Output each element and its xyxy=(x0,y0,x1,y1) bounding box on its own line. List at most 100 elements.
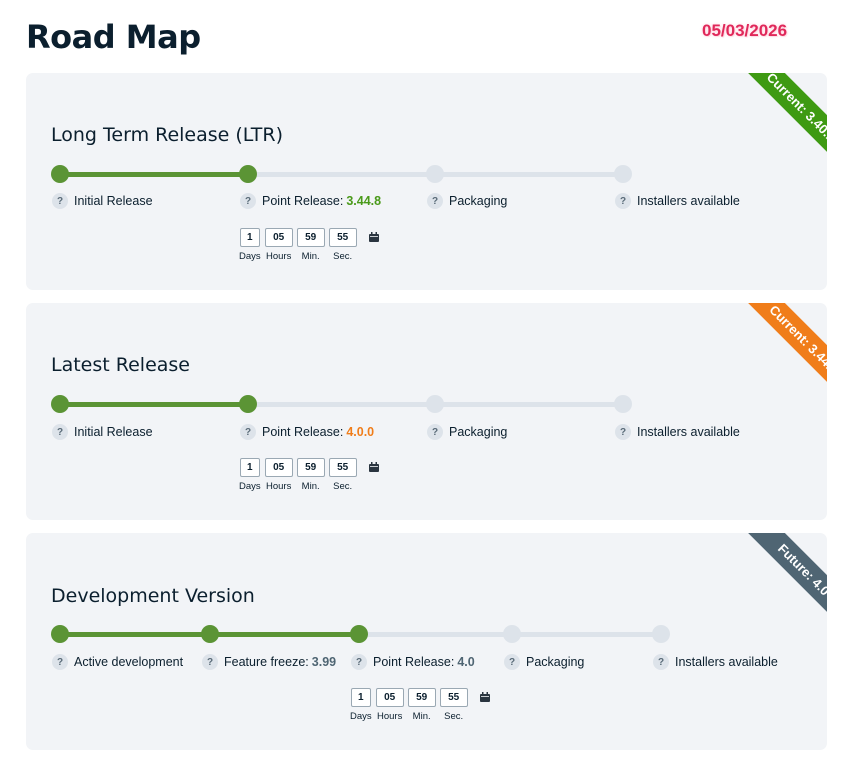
step-dot xyxy=(426,165,444,183)
step-dot xyxy=(350,625,368,643)
step-dot xyxy=(239,165,257,183)
step-label: Packaging xyxy=(526,655,585,669)
card-title: Long Term Release (LTR) xyxy=(51,124,283,146)
step-point-release: ? Point Release: 3.44.8 xyxy=(240,193,381,209)
countdown-days: 1 Days xyxy=(350,688,372,722)
countdown-minutes: 59 Min. xyxy=(296,458,325,492)
ribbon-label: Future: 4.0 xyxy=(732,533,827,642)
step-initial-release: ? Initial Release xyxy=(52,424,153,440)
seconds-label: Sec. xyxy=(333,481,353,492)
countdown-timer: 1 Days 05 Hours 59 Min. 55 Sec. xyxy=(239,458,383,492)
hours-label: Hours xyxy=(376,711,403,722)
days-label: Days xyxy=(239,481,261,492)
calendar-icon[interactable] xyxy=(366,458,383,475)
dev-card: Development Version Future: 4.0 ? Active… xyxy=(26,533,827,750)
step-label: Packaging xyxy=(449,425,508,439)
progress-fill xyxy=(60,172,248,177)
step-packaging: ? Packaging xyxy=(427,424,507,440)
step-point-release: ? Point Release: 4.0.0 xyxy=(240,424,374,440)
minutes-value: 59 xyxy=(296,458,325,477)
step-dot xyxy=(426,395,444,413)
minutes-label: Min. xyxy=(301,481,320,492)
hours-label: Hours xyxy=(265,481,292,492)
progress-track xyxy=(60,172,623,177)
step-dot xyxy=(51,165,69,183)
question-mark-icon[interactable]: ? xyxy=(202,654,218,670)
calendar-icon[interactable] xyxy=(366,228,383,245)
version-ribbon: Current: 3.44.7 xyxy=(716,303,827,414)
page-title: Road Map xyxy=(26,18,201,56)
seconds-value: 55 xyxy=(328,458,357,477)
days-label: Days xyxy=(239,251,261,262)
minutes-label: Min. xyxy=(412,711,431,722)
step-initial-release: ? Initial Release xyxy=(52,193,153,209)
countdown-hours: 05 Hours xyxy=(375,688,404,722)
step-dot xyxy=(614,395,632,413)
hours-value: 05 xyxy=(264,458,293,477)
step-label: Installers available xyxy=(637,425,740,439)
hours-value: 05 xyxy=(375,688,404,707)
question-mark-icon[interactable]: ? xyxy=(240,424,256,440)
ribbon-label: Current: 3.44.7 xyxy=(732,303,827,412)
days-label: Days xyxy=(350,711,372,722)
ltr-card: Long Term Release (LTR) Current: 3.40.15… xyxy=(26,73,827,290)
question-mark-icon[interactable]: ? xyxy=(52,654,68,670)
calendar-icon[interactable] xyxy=(477,688,494,705)
step-label: Point Release: xyxy=(262,425,344,439)
question-mark-icon[interactable]: ? xyxy=(427,424,443,440)
step-dot xyxy=(51,395,69,413)
step-feature-freeze: ? Feature freeze: 3.99 xyxy=(202,654,336,670)
step-label: Initial Release xyxy=(74,425,153,439)
question-mark-icon[interactable]: ? xyxy=(615,424,631,440)
countdown-timer: 1 Days 05 Hours 59 Min. 55 Sec. xyxy=(239,228,383,262)
question-mark-icon[interactable]: ? xyxy=(653,654,669,670)
question-mark-icon[interactable]: ? xyxy=(52,193,68,209)
step-label: Installers available xyxy=(675,655,778,669)
days-value: 1 xyxy=(239,458,260,477)
step-dot xyxy=(503,625,521,643)
version-ribbon: Current: 3.40.15 xyxy=(716,73,827,184)
hours-value: 05 xyxy=(264,228,293,247)
step-label: Packaging xyxy=(449,194,508,208)
seconds-label: Sec. xyxy=(333,251,353,262)
seconds-value: 55 xyxy=(439,688,468,707)
step-dot xyxy=(51,625,69,643)
ribbon-label: Current: 3.40.15 xyxy=(732,73,827,182)
minutes-value: 59 xyxy=(407,688,436,707)
countdown-timer: 1 Days 05 Hours 59 Min. 55 Sec. xyxy=(350,688,494,722)
progress-track xyxy=(60,402,623,407)
progress-fill xyxy=(60,402,248,407)
countdown-days: 1 Days xyxy=(239,458,261,492)
step-version: 4.0 xyxy=(457,655,475,669)
question-mark-icon[interactable]: ? xyxy=(427,193,443,209)
step-label: Installers available xyxy=(637,194,740,208)
card-title: Development Version xyxy=(51,585,255,607)
step-label: Active development xyxy=(74,655,184,669)
minutes-label: Min. xyxy=(301,251,320,262)
step-packaging: ? Packaging xyxy=(427,193,507,209)
card-title: Latest Release xyxy=(51,354,190,376)
countdown-minutes: 59 Min. xyxy=(296,228,325,262)
hours-label: Hours xyxy=(265,251,292,262)
question-mark-icon[interactable]: ? xyxy=(615,193,631,209)
question-mark-icon[interactable]: ? xyxy=(52,424,68,440)
latest-card: Latest Release Current: 3.44.7 ? Initial… xyxy=(26,303,827,520)
countdown-minutes: 59 Min. xyxy=(407,688,436,722)
step-active-development: ? Active development xyxy=(52,654,183,670)
step-packaging: ? Packaging xyxy=(504,654,584,670)
version-ribbon: Future: 4.0 xyxy=(716,533,827,644)
step-label: Point Release: xyxy=(373,655,455,669)
step-dot xyxy=(614,165,632,183)
question-mark-icon[interactable]: ? xyxy=(240,193,256,209)
days-value: 1 xyxy=(239,228,260,247)
seconds-value: 55 xyxy=(328,228,357,247)
countdown-hours: 05 Hours xyxy=(264,228,293,262)
question-mark-icon[interactable]: ? xyxy=(351,654,367,670)
countdown-seconds: 55 Sec. xyxy=(328,228,357,262)
step-version: 3.44.8 xyxy=(346,194,382,208)
step-dot xyxy=(652,625,670,643)
question-mark-icon[interactable]: ? xyxy=(504,654,520,670)
step-label: Feature freeze: xyxy=(224,655,309,669)
seconds-label: Sec. xyxy=(444,711,464,722)
countdown-days: 1 Days xyxy=(239,228,261,262)
